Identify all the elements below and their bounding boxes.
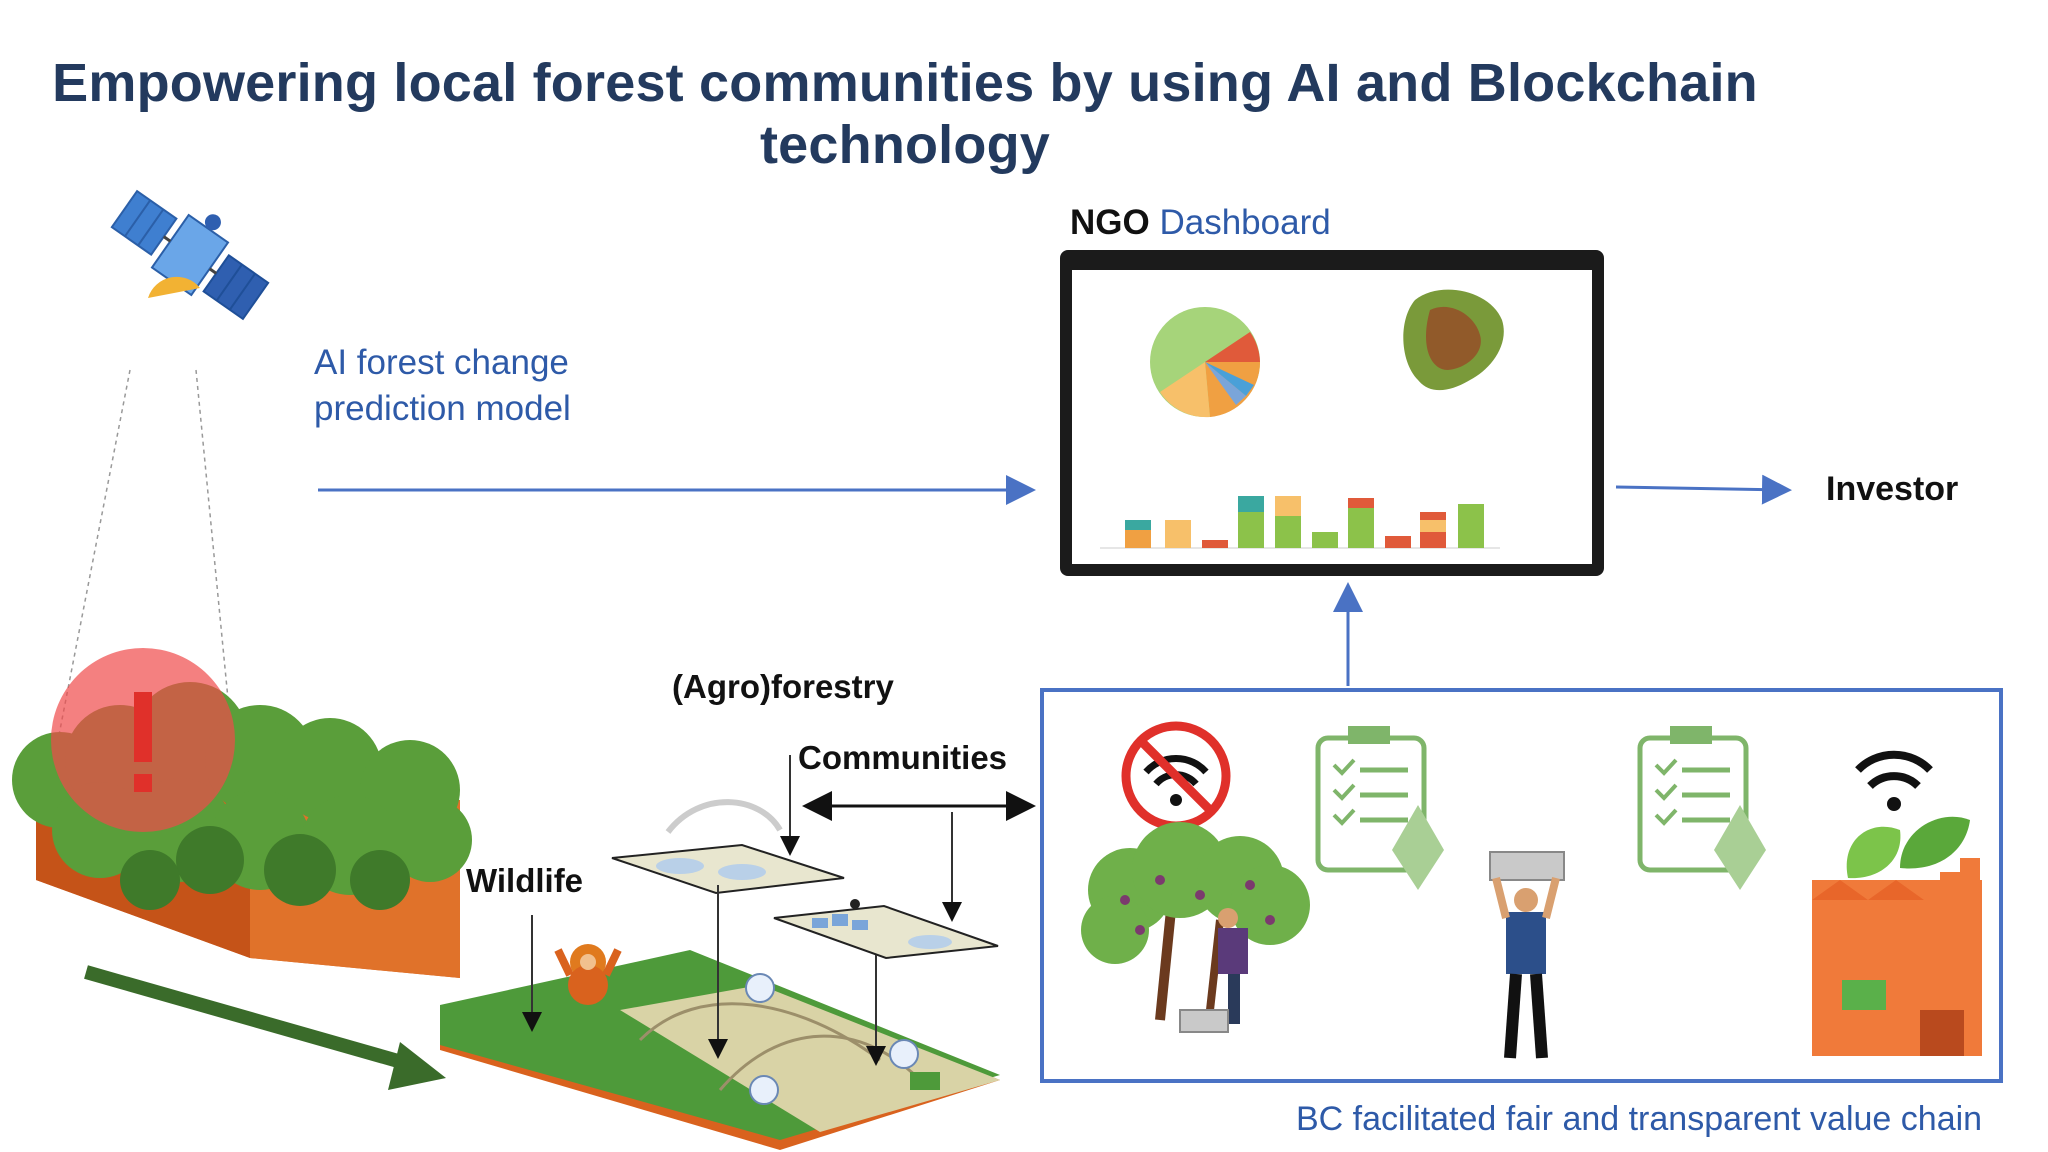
satellite-beam-right [195,369,233,741]
dashboard-title-bold: NGO [1070,203,1150,242]
checklist-ethereum-icon [1315,726,1444,890]
trend-arrow [84,965,414,1072]
dashboard-region-map [1403,289,1504,391]
agroforestry-label: (Agro)forestry [672,668,894,705]
trend-arrow-head [388,1042,446,1090]
wifi-icon [1855,750,1933,811]
ai-model-label: AI forest change prediction model [314,340,571,432]
page-title: Empowering local forest communities by u… [52,53,1758,175]
dashboard-title: NGO Dashboard [1070,203,1331,243]
communities-plate [773,899,999,960]
dashboard-to-investor-arrow [1615,474,1792,505]
ai-model-label-line2: prediction model [314,389,571,428]
checklist-ethereum-icon-2 [1637,726,1766,890]
agroforestry-plate [611,799,845,895]
landscape-illustration [440,950,1000,1150]
satellite-beam-left [57,369,131,741]
orangutan-icon [554,944,622,1005]
satellite-icon [110,189,270,321]
no-wifi-icon [1121,721,1231,831]
dashboard-bar-chart [1100,496,1500,549]
grape-harvest-icon [1081,822,1310,1033]
dashboard-pie-chart [1150,307,1261,418]
dashboard-title-rest: Dashboard [1159,203,1331,242]
communities-label: Communities [798,739,1008,776]
forest-alert-icon [12,648,472,978]
value-chain-caption: BC facilitated fair and transparent valu… [1296,1100,1983,1138]
farmer-carrying-icon [1489,851,1565,1059]
ai-model-label-line1: AI forest change [314,343,569,382]
dashboard-monitor [1060,250,1604,576]
investor-label: Investor [1826,470,1959,508]
wildlife-label: Wildlife [466,862,584,899]
green-factory-icon [1812,816,1982,1056]
satellite-dish-icon [148,276,200,298]
